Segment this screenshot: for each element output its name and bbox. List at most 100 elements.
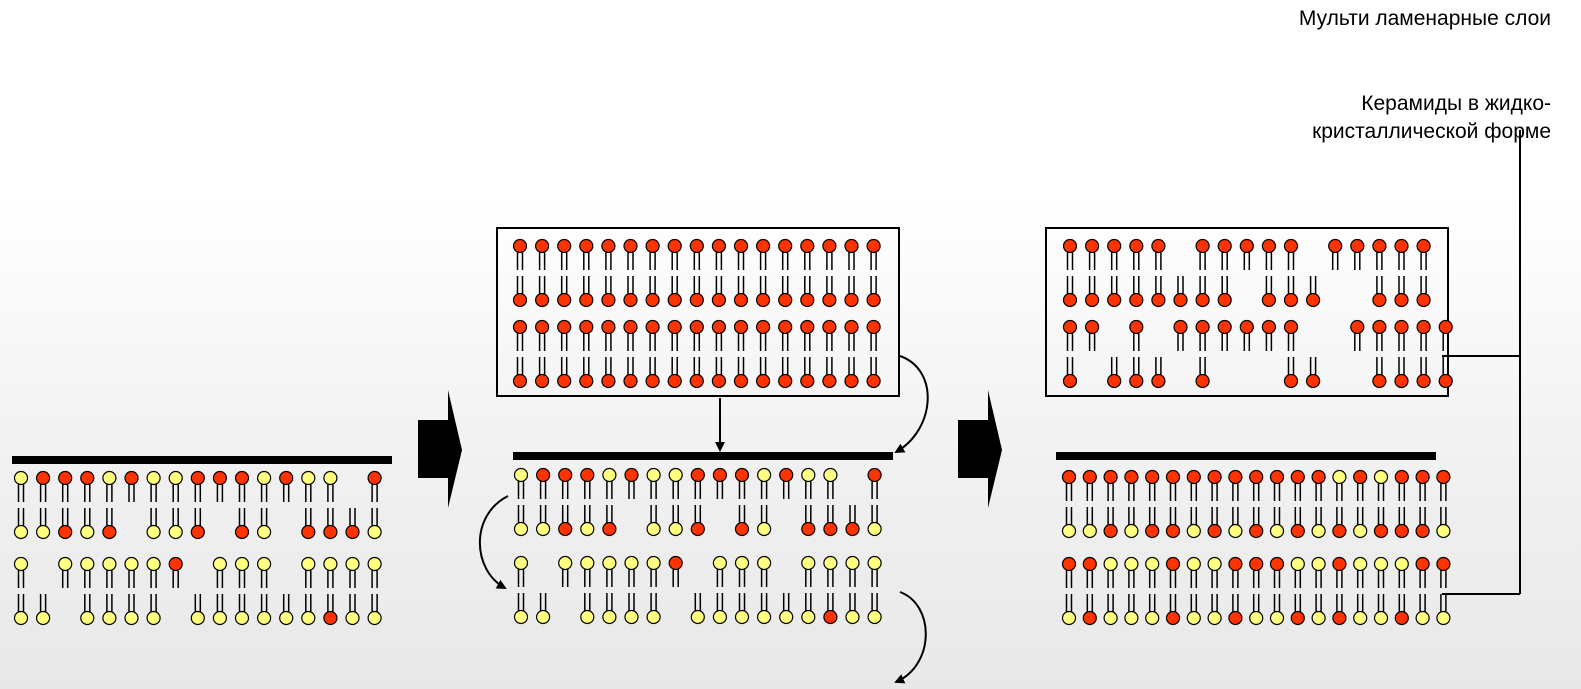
lipid-head [1332, 610, 1347, 626]
lipid-head [1436, 523, 1451, 539]
lipid-head [1394, 556, 1409, 572]
lipid-head [778, 238, 793, 254]
curved-arrow-left [478, 495, 509, 589]
lipid-head [1228, 523, 1243, 539]
lipid-head [845, 555, 860, 571]
lipid-head [800, 238, 815, 254]
lipid-head [345, 524, 360, 540]
transition-arrow-2 [958, 390, 1002, 508]
lipid-head [755, 319, 771, 335]
lipid-head [168, 556, 183, 572]
lipid-head [689, 292, 704, 308]
lipid-head [1062, 292, 1078, 308]
lipid-head [1290, 610, 1305, 626]
lipid-head [1151, 238, 1166, 254]
lipid-head [1436, 469, 1451, 485]
lipid-head [779, 609, 794, 625]
curved-arrow-right [894, 355, 929, 453]
lipid-head [1195, 373, 1210, 389]
lipid-head [733, 373, 749, 389]
lipid-head [1195, 319, 1210, 335]
lipid-head [534, 319, 550, 335]
lipid-head [712, 467, 728, 483]
lipid-head [1124, 523, 1139, 539]
lipid-head [102, 610, 117, 626]
lipid-head [1228, 556, 1243, 572]
lipid-head [1416, 319, 1431, 335]
stage1-membrane-bar [12, 456, 392, 464]
lipid-head [801, 555, 816, 571]
lipid-head [1394, 469, 1409, 485]
lipid-head [367, 470, 382, 486]
curved-arrow-bottom [894, 591, 927, 684]
lipid-head [1269, 523, 1285, 539]
lipid-head [668, 555, 683, 571]
lipid-head [1249, 469, 1264, 485]
ceramides-label: Керамиды в жидко-кристаллической форме [1312, 92, 1551, 143]
lipid-head [690, 467, 705, 483]
lipid-head [801, 521, 816, 537]
lipid-head [1394, 610, 1409, 626]
lipid-head [513, 609, 529, 625]
lipid-head [35, 470, 51, 486]
lipid-head [1332, 469, 1347, 485]
lipid-head [1373, 469, 1389, 485]
lipid-head [1372, 238, 1387, 254]
lipid-head [13, 610, 29, 626]
lipid-head [190, 610, 205, 626]
stage3-lipid-bilayers [1061, 469, 1451, 626]
lipid-head [1436, 556, 1451, 572]
lipid-head [1283, 373, 1299, 389]
lipid-head [257, 556, 272, 572]
lipid-head [1103, 610, 1118, 626]
lipid-head [1145, 610, 1160, 626]
lipid-head [823, 609, 838, 625]
lipid-head [367, 524, 382, 540]
lipid-head [1353, 523, 1368, 539]
lipid-head [733, 319, 749, 335]
lipid-head [1416, 292, 1431, 308]
lipid-head [1372, 292, 1387, 308]
lipid-head [1372, 319, 1387, 335]
lipid-head [624, 467, 639, 483]
lipid-head [1195, 238, 1210, 254]
lipid-head [557, 319, 572, 335]
lipid-head [1173, 292, 1188, 308]
lipid-head [1261, 319, 1277, 335]
stage2-ceramide-layers [512, 238, 881, 389]
lipid-head [80, 556, 95, 572]
lipid-head [1394, 373, 1409, 389]
lipid-head [1145, 469, 1160, 485]
lipid-head [190, 524, 205, 540]
lipid-head [645, 238, 660, 254]
lipid-head [1353, 610, 1368, 626]
lipid-head [345, 556, 360, 572]
lipid-head [866, 292, 881, 308]
lipid-head [558, 555, 573, 571]
lipid-head [1305, 373, 1321, 389]
lipid-head [1062, 238, 1078, 254]
lipid-head [323, 556, 338, 572]
lipid-head [1290, 556, 1305, 572]
lipid-head [35, 524, 51, 540]
lipid-head [778, 292, 793, 308]
lipid-head [1124, 610, 1139, 626]
lipid-head [1228, 610, 1243, 626]
lipid-head [1107, 373, 1122, 389]
lipid-head [800, 319, 815, 335]
lipid-head [1416, 238, 1431, 254]
lipid-head [601, 238, 616, 254]
lipid-head [1173, 319, 1188, 335]
lipid-head [1195, 292, 1210, 308]
lipid-head [512, 373, 528, 389]
lipid-head [711, 238, 727, 254]
lipid-head [623, 292, 638, 308]
lipid-head [712, 555, 728, 571]
lipid-head [1372, 373, 1387, 389]
lipid-head [1311, 556, 1326, 572]
lipid-head [800, 373, 815, 389]
lipid-head [867, 521, 882, 537]
lipid-head [1394, 319, 1409, 335]
lipid-head [778, 373, 793, 389]
